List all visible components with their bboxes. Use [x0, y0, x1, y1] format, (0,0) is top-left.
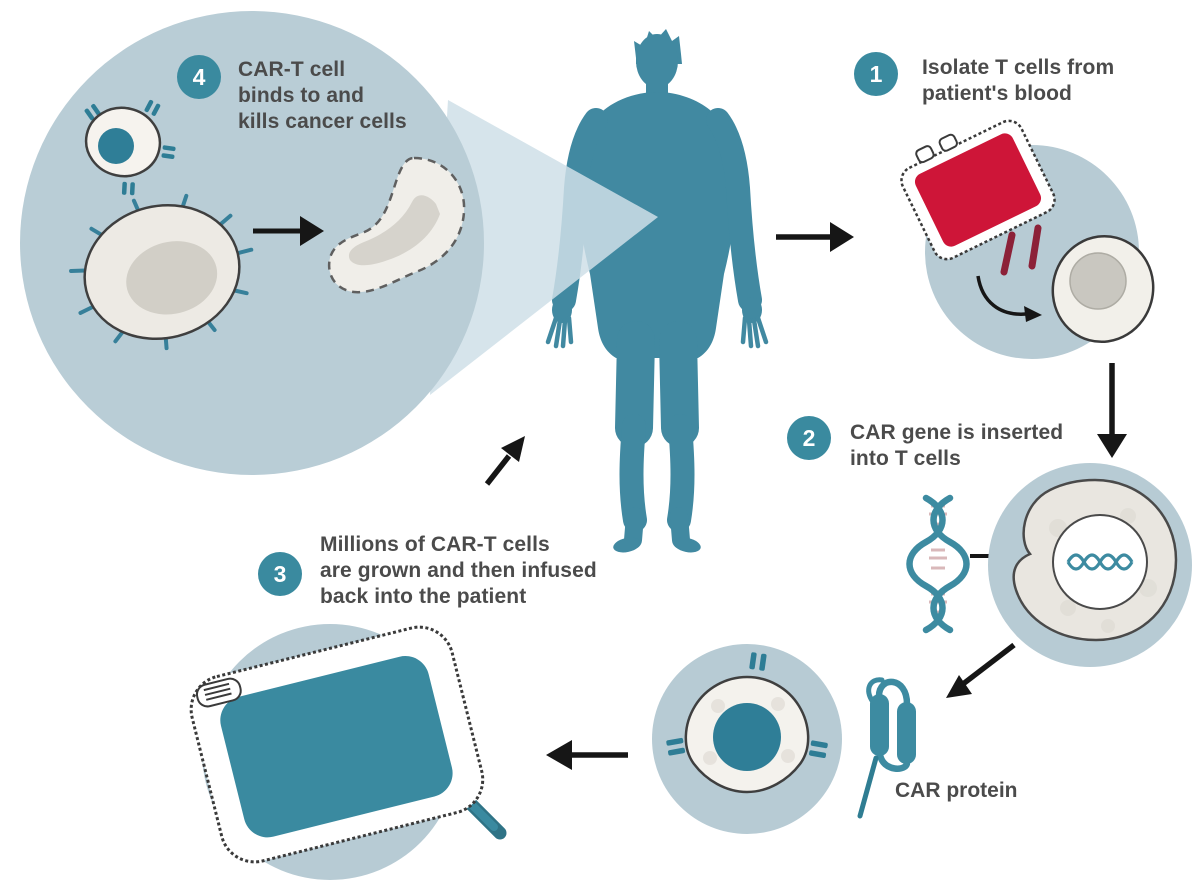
grown-cart-cell-illustration: [652, 644, 842, 834]
t-cell-illustration: [1051, 234, 1155, 344]
dying-cancer-cell-illustration: [327, 156, 466, 294]
car-protein-icon: [857, 677, 916, 819]
cart-cell-nucleus: [98, 128, 134, 164]
iv-bag-port-grill: [203, 682, 232, 701]
gene-insertion-illustration: [906, 463, 1192, 667]
nucleus-dna-icon: [1066, 553, 1134, 571]
dna-strand: [906, 494, 946, 634]
step-3-text: Millions of CAR-T cells are grown and th…: [320, 533, 597, 608]
step-2-badge: 2: [787, 416, 831, 460]
cancer-cell-nucleus: [126, 241, 218, 315]
neck: [646, 76, 668, 96]
modified-t-cell-texture: [1049, 508, 1157, 633]
blood-bag-port: [938, 133, 958, 152]
step-3-badge: 3: [258, 552, 302, 596]
dna-strand: [930, 494, 970, 634]
right-thigh: [659, 321, 699, 447]
dying-cell-residue: [348, 195, 440, 266]
blood-bag-fill: [914, 133, 1042, 247]
cart-receptor-icon: [84, 99, 176, 196]
blood-bag-illustration: [900, 119, 1155, 359]
cancer-cell-illustration: [69, 193, 254, 351]
grown-cart-cell-nucleus: [713, 703, 781, 771]
transfer-curved-arrow-icon: [976, 275, 1042, 322]
t-cell-nucleus: [1069, 252, 1127, 310]
left-ankle: [624, 507, 644, 549]
head-icon: [636, 34, 678, 88]
left-fingers: [545, 315, 574, 349]
left-foot-icon: [613, 537, 641, 553]
right-calf: [667, 414, 695, 532]
iv-bag-fill: [220, 656, 453, 838]
magnifier-bubble: [20, 11, 484, 475]
cart-cell-in-bubble: [84, 99, 176, 196]
iv-bag-illustration: [189, 624, 507, 880]
right-foot-icon: [673, 537, 701, 553]
grown-cart-cell-texture: [703, 697, 795, 765]
torso: [579, 92, 735, 358]
blood-bag-port: [915, 145, 935, 164]
blood-bag-tubes: [1000, 224, 1042, 276]
step-1-text: Isolate T cells from patient's blood: [922, 56, 1115, 105]
left-calf: [619, 414, 647, 532]
arrow-to-protein-icon: [946, 642, 1016, 698]
right-ankle: [670, 507, 690, 549]
arrow-down-icon: [1097, 363, 1127, 458]
arrow-infuse-icon: [484, 436, 525, 486]
human-figure: [545, 29, 769, 553]
right-fingers: [740, 315, 769, 349]
step-4-badge: 4: [177, 55, 221, 99]
step-1-badge: 1: [854, 52, 898, 96]
arrow-to-iv-bag-icon: [546, 740, 628, 770]
kill-arrow-icon: [253, 216, 324, 246]
dna-helix-icon: [906, 494, 970, 634]
step-2-text: CAR gene is inserted into T cells: [850, 421, 1064, 470]
arrow-to-blood-bag-icon: [776, 222, 854, 252]
right-arm: [706, 108, 762, 312]
cart-receptor-icon: [666, 652, 828, 759]
car-protein-label: CAR protein: [895, 779, 1018, 802]
left-thigh: [615, 321, 655, 447]
step-4-text: CAR-T cell binds to and kills cancer cel…: [238, 58, 407, 133]
magnifier-cone: [430, 100, 658, 395]
